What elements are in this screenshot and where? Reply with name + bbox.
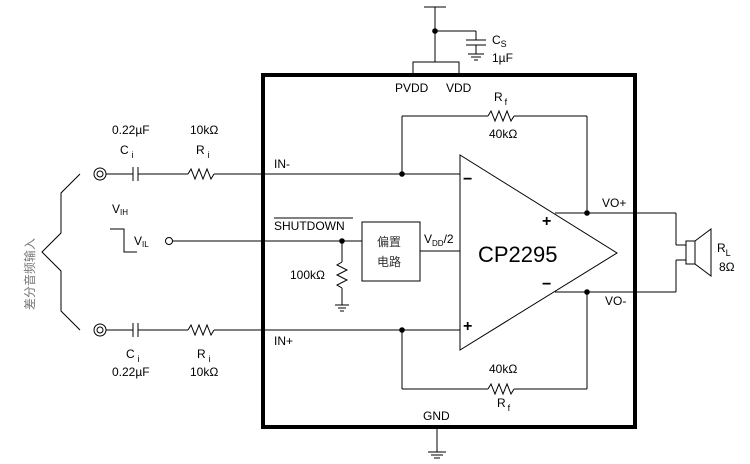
load-value: 8Ω: [719, 260, 735, 274]
feedback-bottom-value: 40kΩ: [489, 362, 517, 376]
opamp-plus-sign: +: [463, 318, 472, 335]
feedback-top-value: 40kΩ: [489, 127, 517, 141]
supply-cap-name: CS: [492, 33, 507, 49]
supply-section: CS 1µF: [412, 6, 513, 76]
input-bottom-cap-value: 0.22µF: [112, 365, 150, 379]
resistor-icon: [487, 382, 515, 396]
opamp-minus-sign: −: [463, 171, 472, 188]
supply-cap-value: 1µF: [492, 51, 513, 65]
resistor-icon: [335, 261, 349, 289]
resistor-icon: [487, 109, 515, 123]
input-jack-icon: [93, 167, 107, 181]
pin-vo-minus: VO-: [605, 294, 626, 308]
bias-block-line2: 电路: [377, 254, 401, 269]
junction-dot: [584, 289, 590, 295]
pin-vdd: VDD: [446, 81, 472, 95]
input-top-res-value: 10kΩ: [190, 123, 218, 137]
resistor-icon: [187, 167, 215, 181]
opamp-triangle: [459, 154, 618, 351]
pin-in-plus: IN+: [274, 334, 293, 348]
speaker-icon: [685, 240, 696, 265]
shutdown-high-label: VIH: [112, 202, 128, 217]
differential-input-label: 差分音频输入: [22, 238, 37, 310]
pin-pvdd: PVDD: [395, 81, 429, 95]
bias-block-line1: 偏置: [377, 234, 401, 249]
resistor-icon: [187, 323, 215, 337]
output-plus-sign: +: [542, 213, 551, 230]
shutdown-section: VIH VIL 100kΩ SHUTDOWN 偏置 电路 VDD/2: [110, 202, 460, 312]
input-bottom-res-value: 10kΩ: [190, 365, 218, 379]
bias-circuit-block: [361, 221, 421, 282]
shutdown-low-label: VIL: [134, 234, 149, 249]
pulldown-resistor-value: 100kΩ: [290, 268, 325, 282]
pin-vo-plus: VO+: [602, 196, 626, 210]
pin-shutdown: SHUTDOWN: [274, 219, 345, 233]
pvdd-vdd-bridge: [412, 61, 460, 76]
shutdown-terminal: [165, 237, 173, 245]
output-minus-sign: −: [542, 276, 551, 293]
output-section: RL 8Ω: [555, 210, 735, 295]
chip-name: CP2295: [478, 242, 558, 267]
pin-in-minus: IN-: [274, 157, 290, 171]
shutdown-signal-waveform: [110, 228, 137, 253]
pin-gnd: GND: [423, 409, 450, 423]
input-top-cap-value: 0.22µF: [112, 123, 150, 137]
gnd-section: [428, 427, 446, 459]
load-name: RL: [717, 241, 731, 258]
differential-input-bracket: 差分音频输入: [22, 173, 81, 331]
junction-dot: [584, 210, 590, 216]
input-jack-icon: [93, 323, 107, 337]
vdd-half-label: VDD/2: [424, 232, 454, 248]
